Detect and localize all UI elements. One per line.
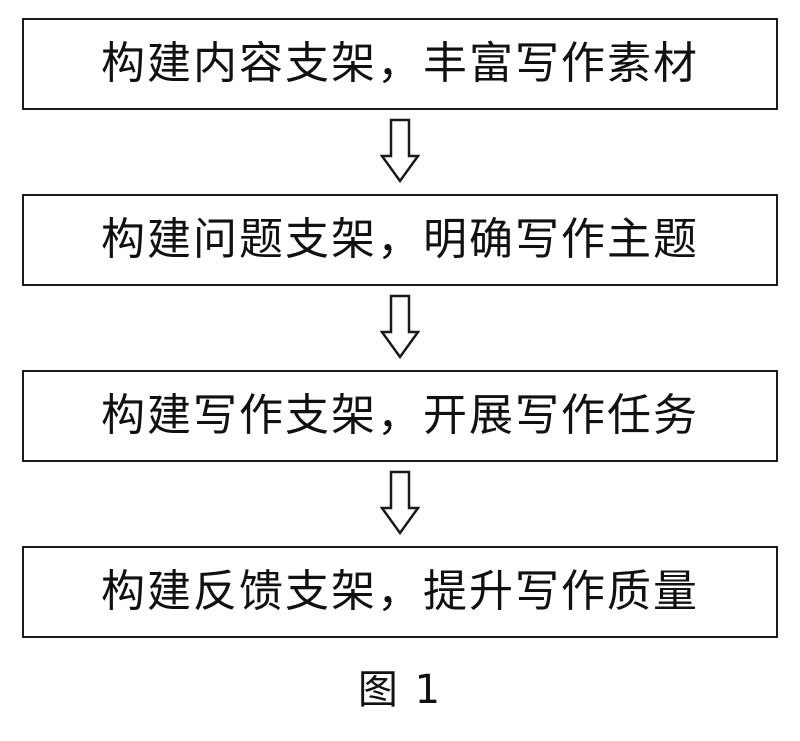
step-box-question: 构建问题支架，明确写作主题 xyxy=(22,194,778,286)
step-label: 构建写作支架，开展写作任务 xyxy=(101,390,699,441)
step-box-feedback: 构建反馈支架，提升写作质量 xyxy=(22,546,778,638)
step-label: 构建内容支架，丰富写作素材 xyxy=(101,38,699,89)
step-box-writing: 构建写作支架，开展写作任务 xyxy=(22,370,778,462)
figure-caption: 图 1 xyxy=(357,667,443,713)
step-label: 构建反馈支架，提升写作质量 xyxy=(101,566,699,617)
step-label: 构建问题支架，明确写作主题 xyxy=(101,214,699,265)
down-arrow-icon xyxy=(380,118,420,184)
step-box-content: 构建内容支架，丰富写作素材 xyxy=(22,18,778,110)
down-arrow-icon xyxy=(380,294,420,360)
down-arrow-icon xyxy=(380,470,420,536)
